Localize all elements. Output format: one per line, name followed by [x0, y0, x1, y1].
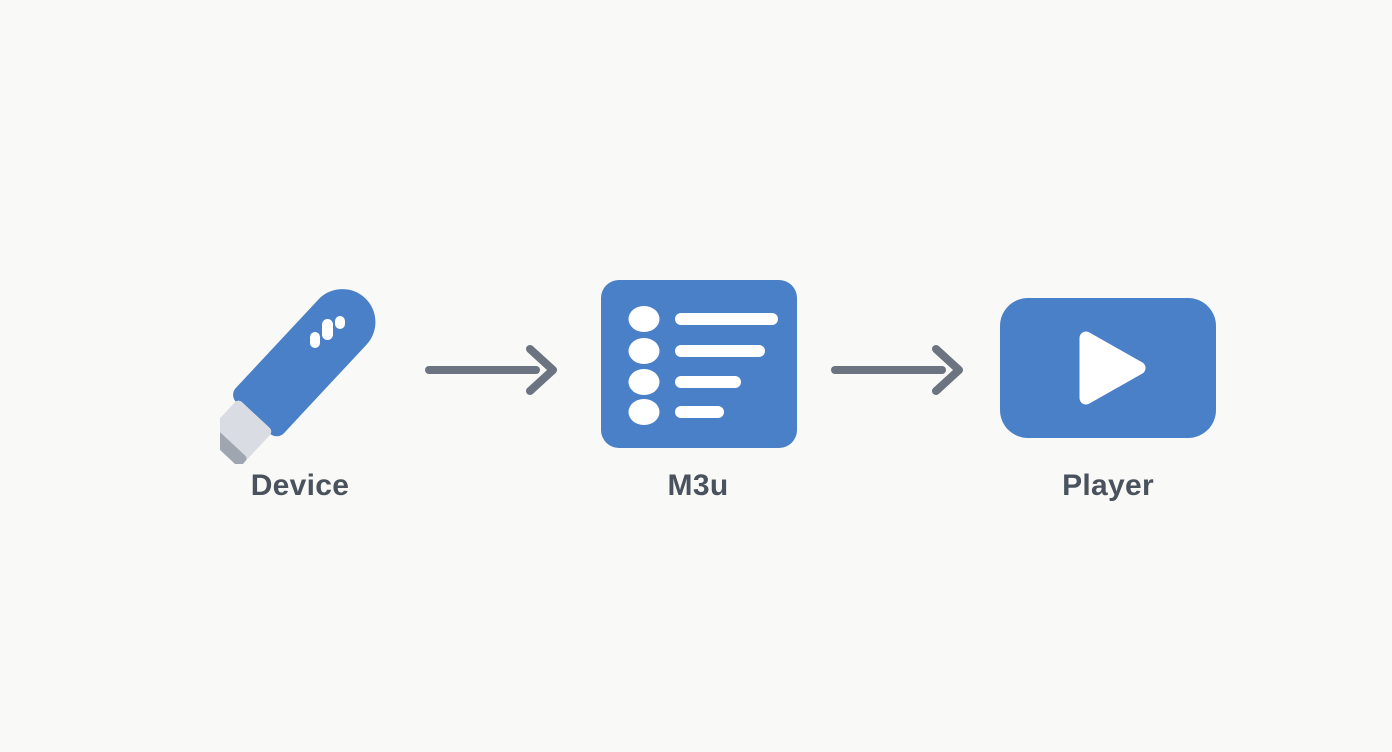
arrow-right-icon	[425, 345, 557, 395]
node-label-device: Device	[250, 469, 350, 502]
play-button-icon	[1000, 298, 1216, 438]
node-label-player: Player	[1062, 469, 1154, 502]
usb-stick-icon	[220, 289, 376, 464]
arrow-right-icon	[831, 345, 963, 395]
playlist-icon	[601, 280, 797, 448]
node-label-m3u: M3u	[667, 469, 729, 502]
